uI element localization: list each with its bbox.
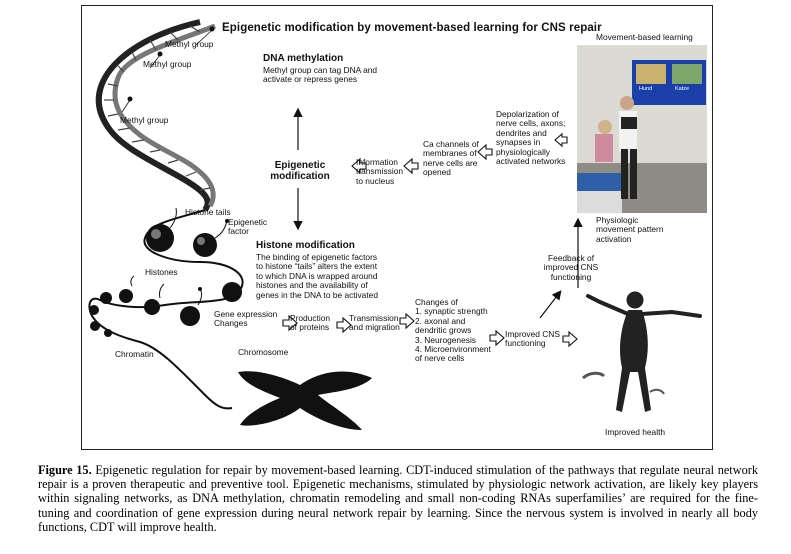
caption-label: Figure 15.	[38, 463, 92, 477]
methyl-group-label-3: Methyl group	[120, 115, 169, 125]
figure-caption: Figure 15. Epigenetic regulation for rep…	[38, 463, 758, 534]
improved-cns-text: Improved CNS functioning	[505, 329, 560, 349]
information-transmission-text: Information transmission to nucleus	[356, 157, 404, 186]
dna-methylation-heading: DNA methylation	[263, 53, 344, 64]
histone-tails-label: Histone tails	[185, 207, 231, 217]
screen-label-left: Hund	[639, 86, 653, 92]
methyl-group-label-2: Methyl group	[143, 59, 192, 69]
dna-methylation-text: Methyl group can tag DNA and activate or…	[263, 65, 378, 85]
chromatin-label: Chromatin	[115, 349, 154, 359]
figure-title: Epigenetic modification by movement-base…	[222, 22, 602, 34]
changes-item: 4. Microenvironment of nerve cells	[415, 344, 491, 364]
methyl-group-label-1: Methyl group	[165, 39, 214, 49]
physiologic-movement-text: Physiologic movement pattern activation	[596, 215, 664, 244]
transmission-migration-text: Transmission and migration	[349, 313, 400, 333]
depolarization-text: Depolarization of nerve cells, axons; de…	[496, 109, 566, 167]
changes-heading: Changes of	[415, 297, 458, 307]
screen-label-right: Katze	[675, 86, 690, 92]
histones-label: Histones	[145, 267, 178, 277]
changes-item: 3. Neurogenesis	[415, 334, 476, 345]
chromosome-icon	[238, 371, 372, 430]
production-proteins-text: Production of proteins	[290, 313, 331, 333]
changes-item: 2. axonal and dendritic grows	[415, 315, 472, 336]
epigenetic-factor-label: Epigenetic factor	[228, 217, 268, 237]
movement-based-learning-label: Movement-based learning	[596, 32, 693, 42]
improved-health-label: Improved health	[605, 427, 666, 437]
chromatin-fiber-icon	[88, 207, 244, 410]
gene-expression-text: Gene expression Changes	[214, 309, 278, 329]
changes-block: Changes of 1. synaptic strength 2. axona…	[415, 297, 495, 364]
ca-channels-text: Ca channels of membranes of nerve cells …	[423, 139, 479, 178]
caption-text: Epigenetic regulation for repair by move…	[38, 463, 758, 534]
feedback-text: Feedback of improved CNS functioning	[543, 253, 599, 282]
human-figure-icon	[582, 291, 702, 412]
dna-helix-icon	[95, 19, 216, 212]
chromosome-label: Chromosome	[238, 347, 289, 357]
histone-modification-heading: Histone modification	[256, 240, 355, 251]
changes-item: 1. synaptic strength	[415, 306, 488, 317]
therapy-photo: Hund Katze	[577, 45, 707, 213]
histone-modification-text: The binding of epigenetic factors to his…	[256, 252, 378, 300]
epigenetic-modification-label: Epigenetic modification	[270, 160, 330, 183]
